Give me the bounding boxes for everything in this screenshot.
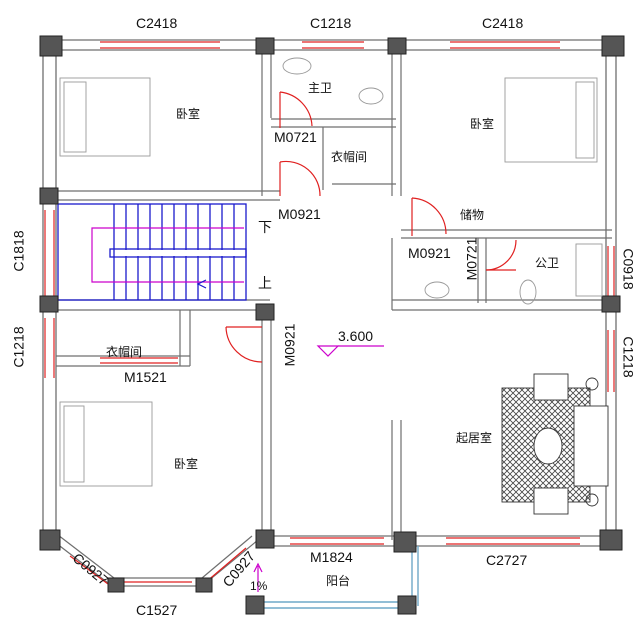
room-label-living-room: 起居室 (456, 431, 493, 445)
balcony-slope-label: 1% (250, 579, 268, 593)
door-label-master-bath: M0721 (274, 129, 317, 145)
stair-label-up: 上 (258, 275, 272, 291)
window-label-bottom-right: C2727 (486, 552, 528, 568)
window-label-bay-bottom: C1527 (136, 602, 178, 618)
structural-columns (39, 35, 625, 615)
furniture (59, 57, 609, 515)
window-label-top-mid: C1218 (310, 15, 352, 31)
staircase (57, 203, 247, 301)
window-label-right-upper: C0918 (620, 248, 637, 290)
balcony-railing (262, 546, 419, 609)
room-label-closet-left: 衣帽间 (106, 345, 143, 359)
window-label-left-upper: C1818 (10, 230, 27, 272)
stair-label-down: 下 (258, 219, 272, 235)
level-symbol (316, 345, 384, 357)
door-label-upper-hall: M0921 (278, 206, 321, 222)
window-label-top-left: C2418 (136, 15, 178, 31)
stair-path (91, 227, 244, 289)
window-label-right-lower: C1218 (620, 336, 637, 378)
door-label-public-bath: M0721 (463, 237, 480, 281)
room-label-master-bath: 主卫 (308, 81, 333, 95)
window-label-top-right: C2418 (482, 15, 524, 31)
room-label-public-bath: 公卫 (535, 256, 560, 270)
drain-slope-arrow (253, 562, 263, 592)
room-label-bedroom-bottom-left: 卧室 (174, 457, 199, 471)
window-label-left-lower: C1218 (10, 326, 27, 368)
room-label-closet-top: 衣帽间 (331, 150, 368, 164)
room-label-storage: 储物 (460, 208, 485, 222)
room-label-bedroom-top-right: 卧室 (470, 117, 495, 131)
exterior-walls (42, 39, 617, 547)
windows (44, 41, 615, 585)
door-label-balcony: M1824 (310, 549, 353, 565)
interior-walls (56, 48, 612, 540)
door-label-left-bedroom: M0921 (281, 323, 298, 367)
door-label-right-hall: M0921 (408, 245, 451, 261)
door-label-closet-lower: M1521 (124, 369, 167, 385)
door-swings (225, 91, 517, 363)
room-label-bedroom-top-left: 卧室 (176, 107, 201, 121)
floor-level: 3.600 (338, 328, 374, 344)
room-label-balcony: 阳台 (326, 574, 351, 588)
